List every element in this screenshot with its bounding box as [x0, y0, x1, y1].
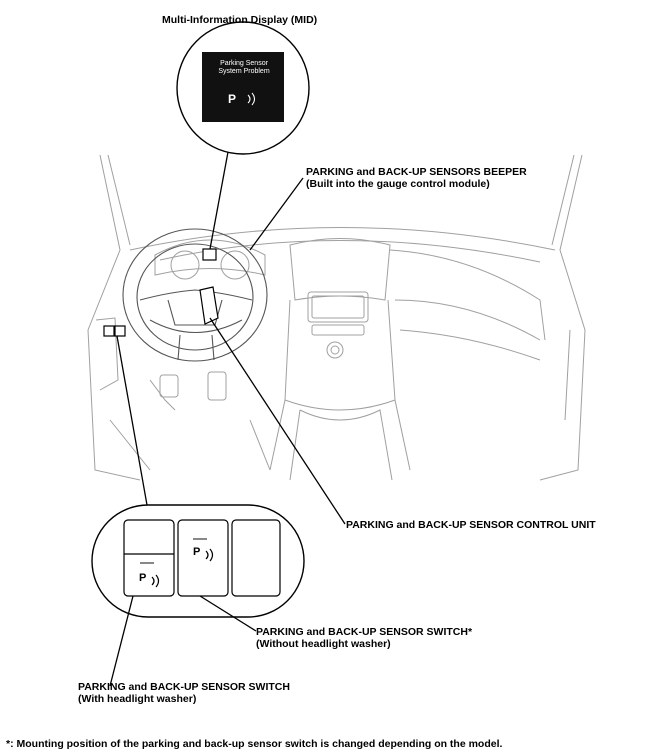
leader-switch-left: [116, 335, 148, 506]
mid-parking-indicator: P: [228, 92, 237, 106]
switch-without-label-line1: PARKING and BACK-UP SENSOR SWITCH*: [256, 626, 473, 638]
leader-switch-with: [109, 595, 134, 687]
left-a-pillar: [87, 154, 121, 331]
dashboard-top: [129, 227, 556, 251]
switch-without-washer: [177, 519, 229, 597]
blank-switch: [231, 519, 281, 597]
switch-with-washer: [123, 519, 175, 597]
beeper-label-line2: (Built into the gauge control module): [306, 178, 490, 190]
steering-wheel: [122, 228, 268, 362]
beeper-label: PARKING and BACK-UP SENSORS BEEPER (Buil…: [306, 166, 527, 190]
switch-without-label: PARKING and BACK-UP SENSOR SWITCH* (With…: [256, 626, 472, 650]
leader-switch-without: [199, 595, 257, 632]
leader-control-unit: [209, 317, 346, 525]
switch-without-label-line2: (Without headlight washer): [256, 638, 391, 650]
switch-with-label-line1: PARKING and BACK-UP SENSOR SWITCH: [78, 681, 290, 693]
center-display: [307, 291, 369, 323]
mid-message-line1: Parking Sensor: [220, 60, 268, 67]
switch-marker-right: [114, 325, 126, 337]
mid-screen: [202, 52, 284, 122]
beeper-label-line1: PARKING and BACK-UP SENSORS BEEPER: [306, 166, 527, 178]
beeper-marker: [202, 248, 217, 261]
footnote: *: Mounting position of the parking and …: [6, 738, 503, 750]
switch-marker-left: [103, 325, 115, 337]
control-unit-label: PARKING and BACK-UP SENSOR CONTROL UNIT: [346, 519, 596, 531]
mid-message: Parking Sensor System Problem: [204, 60, 284, 76]
switch-with-label-line2: (With headlight washer): [78, 693, 197, 705]
right-a-pillar: [559, 154, 586, 331]
leader-beeper: [249, 177, 304, 251]
sensor-wave-icon: [151, 576, 155, 586]
control-unit-marker: [199, 286, 219, 325]
switch-with-indicator: P: [139, 572, 147, 584]
mid-message-line2: System Problem: [218, 68, 270, 75]
mid-title: Multi-Information Display (MID): [162, 14, 318, 26]
leader-mid: [209, 151, 229, 250]
instrument-cluster: [154, 239, 266, 276]
switch-with-label: PARKING and BACK-UP SENSOR SWITCH (With …: [78, 681, 290, 705]
center-screen-bezel: [289, 238, 391, 301]
switch-without-indicator: P: [193, 546, 201, 558]
